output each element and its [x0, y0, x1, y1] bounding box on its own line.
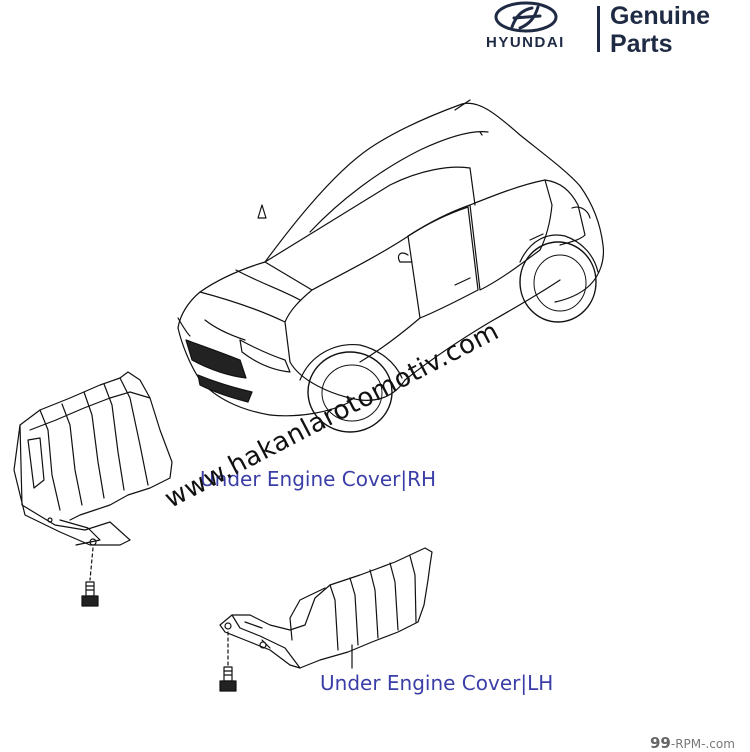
corner-mark-text: -RPM-.com [670, 737, 735, 751]
corner-mark-number: 99 [650, 734, 671, 752]
brand-parts: Parts [610, 30, 673, 58]
hyundai-logo-icon [494, 1, 558, 33]
corner-mark: 99-RPM-.com [650, 734, 735, 752]
label-under-engine-cover-lh: Under Engine Cover|LH [320, 671, 554, 695]
bolt-icon [219, 631, 237, 692]
brand-genuine: Genuine [610, 2, 711, 30]
engine-cover-lh-icon [219, 547, 433, 669]
label-under-engine-cover-rh: Under Engine Cover|RH [200, 467, 437, 491]
brand-separator [597, 6, 600, 52]
bolt-icon [81, 547, 99, 607]
car-drawing-icon [177, 99, 605, 433]
brand-wordmark: HYUNDAI [486, 34, 565, 51]
engine-cover-rh-icon [13, 371, 173, 546]
